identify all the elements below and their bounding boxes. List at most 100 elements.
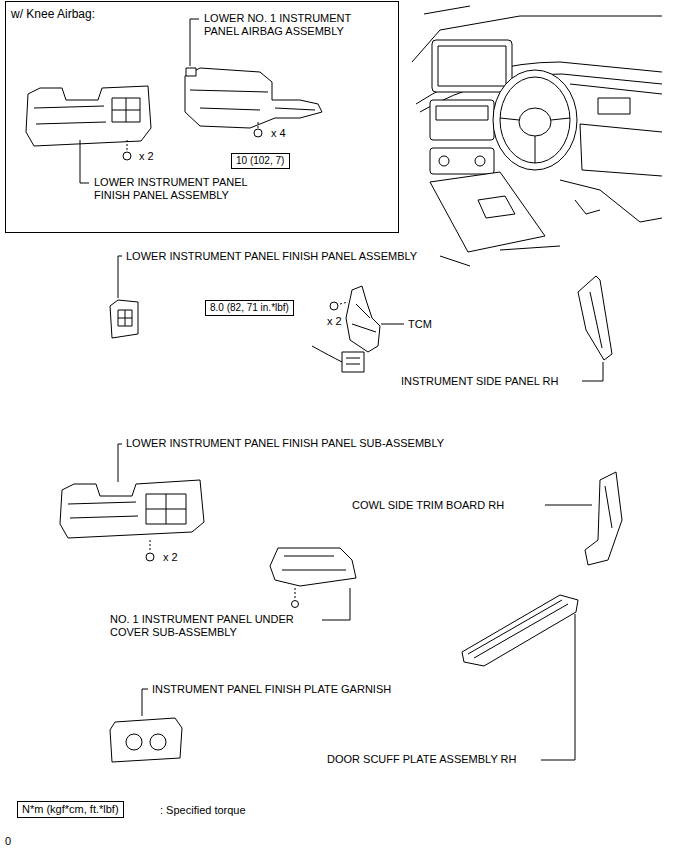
dashboard-view <box>570 84 662 94</box>
part-name: LOWER INSTRUMENT PANEL FINISH PANEL SUB-… <box>126 437 444 450</box>
tcm <box>346 286 380 352</box>
dashboard-view <box>436 106 488 120</box>
switch-panel <box>118 256 122 298</box>
under-cover <box>282 556 346 570</box>
torque-box: 8.0 (82, 71 in.*lbf) <box>205 300 294 316</box>
dashboard-view <box>440 246 560 266</box>
torque-value: N*m (kgf*cm, ft.*lbf) <box>22 803 119 816</box>
finish-panel-knee <box>127 140 128 150</box>
switch-panel <box>110 256 138 338</box>
switch-panel <box>118 310 132 326</box>
dashboard-view <box>500 77 570 163</box>
finish-plate-garnish <box>110 689 182 762</box>
knee-airbag <box>185 68 322 137</box>
dashboard-view <box>500 118 570 163</box>
torque-value: 8.0 (82, 71 in.*lbf) <box>210 302 289 314</box>
part-name: INSTRUMENT SIDE PANEL RH <box>401 375 559 388</box>
dashboard-view <box>560 180 662 222</box>
leader-line <box>80 19 199 183</box>
part-name: COWL SIDE TRIM BOARD RH <box>352 499 504 512</box>
finish-panel-knee <box>123 152 131 160</box>
quantity: x 2 <box>163 551 178 564</box>
finish-panel-sub <box>146 494 186 524</box>
dashboard-view <box>519 108 551 136</box>
quantity: x 2 <box>327 315 342 328</box>
part-name: LOWER NO. 1 INSTRUMENT PANEL AIRBAG ASSE… <box>204 12 374 38</box>
knee-airbag <box>186 68 196 76</box>
torque-value: 10 (102, 7) <box>236 155 285 167</box>
part-name: LOWER INSTRUMENT PANEL FINISH PANEL ASSE… <box>126 250 417 263</box>
under-cover <box>292 601 299 608</box>
finish-panel-sub <box>146 553 154 561</box>
side-panel <box>578 276 612 360</box>
cowl-trim <box>605 486 612 528</box>
tcm <box>381 324 404 325</box>
cowl-trim <box>585 472 622 565</box>
tcm <box>352 304 376 332</box>
knee-airbag <box>190 90 315 110</box>
switch-panel <box>118 310 132 326</box>
finish-panel-sub <box>146 494 186 524</box>
tcm <box>330 302 338 310</box>
dashboard-view <box>430 100 494 140</box>
legend-text: : Specified torque <box>160 804 246 817</box>
leader-line <box>80 140 89 183</box>
finish-panel-sub <box>60 444 204 561</box>
part-name: TCM <box>408 318 432 331</box>
page-number: 0 <box>5 835 11 848</box>
torque-box: 10 (102, 7) <box>231 153 290 169</box>
dashboard-view <box>598 98 630 114</box>
finish-plate-garnish <box>110 718 182 762</box>
dashboard-view <box>424 6 470 14</box>
leader-line <box>190 19 199 66</box>
finish-panel-knee <box>112 98 140 122</box>
finish-panel-sub <box>60 480 204 538</box>
dashboard-view <box>575 200 600 214</box>
dashboard-view <box>475 156 485 166</box>
under-cover <box>270 548 356 620</box>
under-cover <box>322 588 350 620</box>
part-name: NO. 1 INSTRUMENT PANEL UNDER COVER SUB-A… <box>110 613 320 639</box>
dashboard-view <box>430 172 545 252</box>
tcm <box>312 286 404 372</box>
tcm <box>346 358 360 364</box>
tcm <box>342 352 364 372</box>
finish-panel-knee <box>34 106 106 124</box>
scuff-plate <box>468 600 568 658</box>
scuff-plate <box>541 614 575 760</box>
dashboard-view <box>580 124 662 176</box>
scuff-plate <box>462 595 578 666</box>
dashboard-view <box>493 70 577 170</box>
under-cover <box>270 548 356 586</box>
tcm <box>340 302 348 304</box>
under-cover <box>295 588 296 598</box>
side-panel <box>590 292 602 348</box>
finish-panel-sub <box>118 444 122 482</box>
cowl-trim <box>545 472 622 565</box>
dashboard-view <box>430 148 494 174</box>
finish-panel-knee <box>26 86 151 160</box>
finish-plate-garnish <box>150 734 166 750</box>
legend-torque-box: N*m (kgf*cm, ft.*lbf) <box>17 801 124 818</box>
dashboard-view <box>439 156 449 166</box>
side-panel <box>578 276 612 381</box>
finish-panel-sub <box>68 502 138 518</box>
dashboard-view <box>412 6 662 266</box>
part-name: INSTRUMENT PANEL FINISH PLATE GARNISH <box>152 683 391 696</box>
quantity: x 4 <box>271 127 286 140</box>
quantity: x 2 <box>139 150 154 163</box>
dashboard-view <box>478 196 515 218</box>
dashboard-view <box>432 40 512 92</box>
part-name: LOWER INSTRUMENT PANEL FINISH PANEL ASSE… <box>94 176 269 202</box>
scuff-plate <box>462 595 578 760</box>
finish-plate-garnish <box>142 689 148 716</box>
cowl-trim <box>545 505 592 506</box>
finish-panel-sub <box>150 538 151 550</box>
part-name: DOOR SCUFF PLATE ASSEMBLY RH <box>327 753 517 766</box>
finish-panel-knee <box>26 86 151 146</box>
finish-plate-garnish <box>126 734 142 750</box>
finish-panel-knee <box>112 98 140 122</box>
